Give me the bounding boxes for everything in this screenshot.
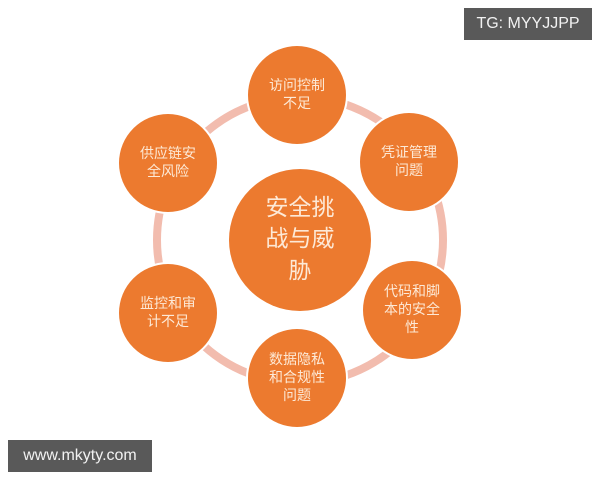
node-access-control: 访问控制不足 — [248, 46, 346, 144]
node-monitoring-audit: 监控和审计不足 — [119, 264, 217, 362]
node-label: 代码和脚本的安全性 — [384, 283, 440, 337]
node-supply-chain-risk: 供应链安全风险 — [119, 114, 217, 212]
node-label: 监控和审计不足 — [140, 295, 196, 330]
watermark-tg: TG: MYYJJPP — [464, 8, 592, 40]
node-code-script-security: 代码和脚本的安全性 — [363, 261, 461, 359]
center-node: 安全挑战与威胁 — [229, 169, 371, 311]
node-label: 凭证管理问题 — [381, 144, 437, 179]
node-label: 访问控制不足 — [269, 77, 325, 112]
watermark-site: www.mkyty.com — [8, 440, 152, 472]
node-credential-management: 凭证管理问题 — [360, 113, 458, 211]
node-data-privacy-compliance: 数据隐私和合规性问题 — [248, 329, 346, 427]
node-label: 供应链安全风险 — [140, 145, 196, 180]
center-label: 安全挑战与威胁 — [265, 195, 335, 284]
node-label: 数据隐私和合规性问题 — [269, 351, 325, 405]
